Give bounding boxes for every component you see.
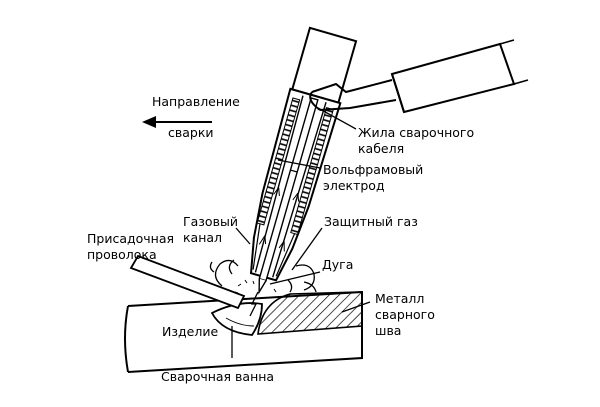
label-shield-gas: Защитный газ [324,214,418,229]
label-weld-metal-3: шва [375,323,401,338]
label-electrode-1: Вольфрамовый [323,162,423,177]
welding-torch [249,26,358,295]
label-filler-2: проволока [87,247,157,262]
label-weld-metal-2: сварного [375,307,435,322]
label-direction-2: сварки [168,125,214,140]
filler-wire [129,254,246,310]
label-direction-1: Направление [152,94,240,109]
label-cable-2: кабеля [358,141,404,156]
label-electrode-2: электрод [323,178,385,193]
label-weld-metal-1: Металл [375,291,424,306]
label-weld-pool: Сварочная ванна [161,369,274,384]
welding-cable [309,39,529,114]
label-arc: Дуга [322,257,353,272]
arc [249,291,259,317]
label-workpiece: Изделие [162,324,218,339]
label-gas-channel-2: канал [183,230,222,245]
label-filler-1: Присадочная [87,231,174,246]
label-gas-channel-1: Газовый [183,214,238,229]
leader-lines [231,107,371,358]
weld-metal [257,291,363,335]
label-cable-1: Жила сварочного [358,125,474,140]
direction-arrow [142,116,212,128]
labels: Направление сварки Жила сварочного кабел… [87,94,474,384]
